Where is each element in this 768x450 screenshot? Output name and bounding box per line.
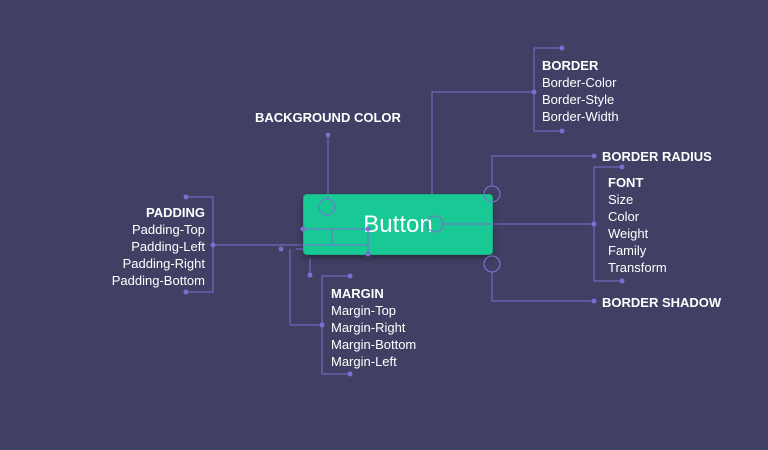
- border-radius-connector: [491, 155, 594, 186]
- padding-label: PADDING Padding-Top Padding-Left Padding…: [112, 204, 205, 289]
- border-radius-label: BORDER RADIUS: [602, 148, 712, 165]
- padding-item: Padding-Top: [132, 222, 205, 237]
- border-radius-title: BORDER RADIUS: [602, 149, 712, 164]
- border-item: Border-Width: [542, 109, 619, 124]
- border-shadow-marker: [483, 255, 501, 273]
- font-item: Family: [608, 243, 647, 258]
- padding-item: Padding-Right: [122, 256, 205, 271]
- padding-item: Padding-Bottom: [111, 273, 205, 288]
- border-shadow-label: BORDER SHADOW: [602, 294, 721, 311]
- border-shadow-title: BORDER SHADOW: [602, 295, 722, 310]
- border-title: BORDER: [542, 58, 599, 73]
- margin-connector: [289, 249, 322, 326]
- margin-item: Margin-Right: [331, 320, 406, 335]
- padding-item: Padding-Left: [131, 239, 205, 254]
- background-color-title: BACKGROUND COLOR: [255, 110, 401, 125]
- font-item: Color: [608, 209, 640, 224]
- font-item: Transform: [608, 260, 667, 275]
- font-item: Size: [608, 192, 634, 207]
- border-item: Border-Color: [542, 75, 617, 90]
- font-label: FONT Size Color Weight Family Transform: [608, 174, 667, 276]
- padding-title: PADDING: [146, 205, 205, 220]
- margin-item: Margin-Bottom: [331, 337, 417, 352]
- margin-label: MARGIN Margin-Top Margin-Right Margin-Bo…: [331, 285, 416, 370]
- margin-item: Margin-Top: [331, 303, 397, 318]
- border-label: BORDER Border-Color Border-Style Border-…: [542, 57, 619, 125]
- background-color-label: BACKGROUND COLOR: [255, 109, 401, 126]
- margin-title: MARGIN: [331, 286, 384, 301]
- border-connector: [431, 91, 534, 194]
- border-item: Border-Style: [542, 92, 615, 107]
- font-title: FONT: [608, 175, 644, 190]
- margin-item: Margin-Left: [331, 354, 397, 369]
- example-button-label: Button: [363, 211, 433, 238]
- border-shadow-connector: [491, 272, 594, 302]
- font-item: Weight: [608, 226, 649, 241]
